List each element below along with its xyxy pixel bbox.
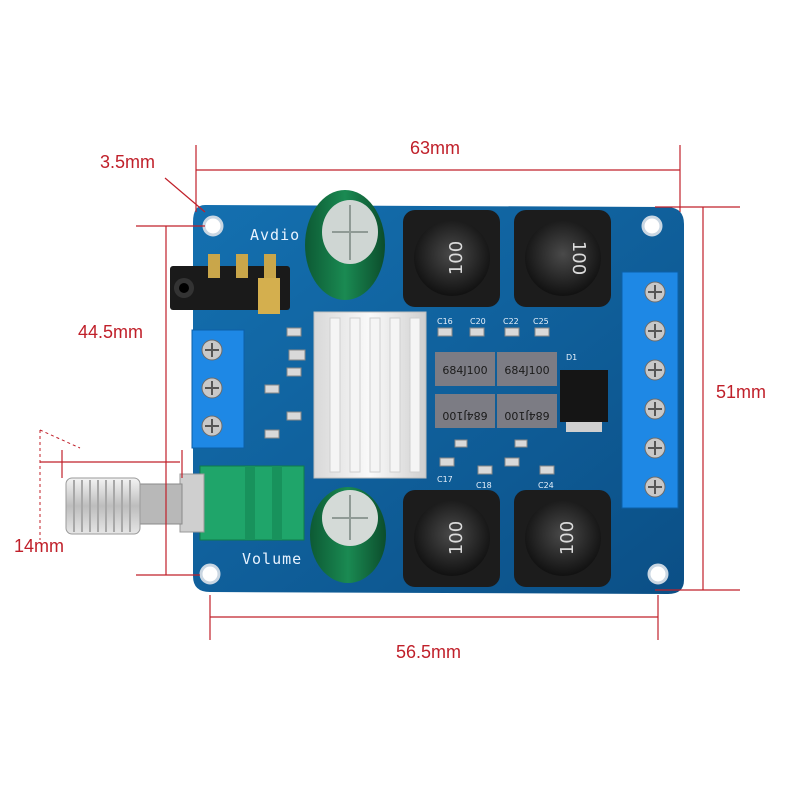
svg-text:C18: C18 xyxy=(476,481,492,490)
smd-components xyxy=(264,327,555,475)
potentiometer xyxy=(179,465,305,541)
inductor-label-1: 100 xyxy=(446,241,467,275)
knob-depth-hatch xyxy=(39,429,81,540)
svg-text:D1: D1 xyxy=(566,353,577,362)
inductor-bottom-right xyxy=(514,490,611,587)
film-cap-label-3: 684J100 xyxy=(442,409,487,422)
film-capacitors xyxy=(435,352,557,428)
svg-text:C24: C24 xyxy=(538,481,554,490)
film-cap-label-2: 684J100 xyxy=(504,364,549,377)
inductor-label-3: 100 xyxy=(446,521,467,555)
svg-text:C16: C16 xyxy=(437,317,453,326)
inductor-label-4: 100 xyxy=(557,521,578,555)
dim-hole-spacing-bottom: 56.5mm xyxy=(396,642,462,662)
capacitor-top xyxy=(305,190,385,300)
volume-knob xyxy=(65,477,183,535)
svg-text:C20: C20 xyxy=(470,317,486,326)
dimension-lines xyxy=(40,145,740,640)
mounting-holes xyxy=(199,215,669,585)
inductor-label-2: 100 xyxy=(568,241,589,275)
film-cap-label-4: 684J100 xyxy=(504,409,549,422)
svg-text:C17: C17 xyxy=(437,475,453,484)
capacitor-bottom xyxy=(310,487,386,583)
silkscreen-audio: Avdio xyxy=(250,226,301,244)
svg-text:C22: C22 xyxy=(503,317,519,326)
diode xyxy=(560,370,608,432)
terminal-block-right xyxy=(621,271,679,509)
svg-text:C25: C25 xyxy=(533,317,549,326)
inductor-top-right xyxy=(514,210,611,307)
heatsink xyxy=(313,311,427,479)
dim-height-right: 51mm xyxy=(716,382,767,402)
inductor-bottom-left xyxy=(403,490,500,587)
terminal-block-left xyxy=(191,329,245,449)
dim-height-left: 44.5mm xyxy=(78,322,144,342)
film-cap-label-1: 684J100 xyxy=(442,364,487,377)
silkscreen-volume: Volume xyxy=(242,550,303,568)
audio-jack xyxy=(170,254,290,314)
dim-hole-offset: 3.5mm xyxy=(100,152,156,172)
dim-width-top: 63mm xyxy=(410,138,461,158)
dim-knob: 14mm xyxy=(14,536,65,556)
component-refs: C16 C20 C22 C25 C17 C18 C24 D1 xyxy=(437,317,577,490)
inductor-top-left xyxy=(403,210,500,307)
